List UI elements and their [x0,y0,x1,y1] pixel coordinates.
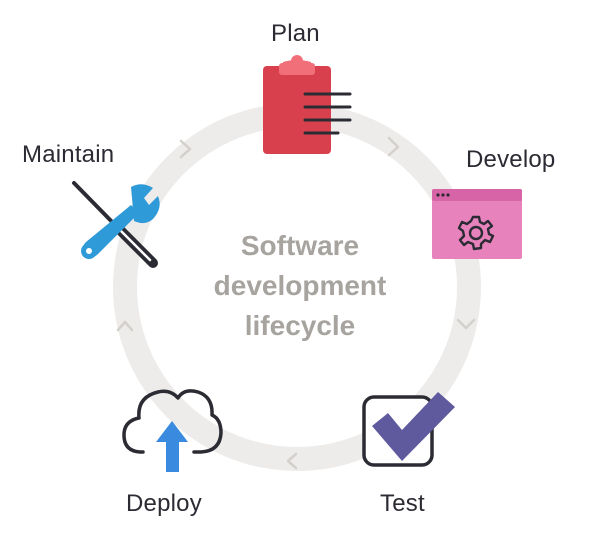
arrow-test-to-deploy [286,452,298,470]
cycle-arrows [116,136,476,470]
stage-label-test: Test [380,490,425,517]
checkbox-icon [362,392,455,467]
arrow-plan-to-develop [387,136,400,157]
diagram-title-line-1: Software [240,230,360,261]
clipboard-icon [263,55,352,154]
wrench-screwdriver-icon [72,181,160,268]
diagram-title-line-2: development [213,270,387,301]
stage-label-develop: Develop [466,146,556,173]
arrow-develop-to-test [456,318,476,330]
gear-window-icon [432,189,522,259]
stage-label-deploy: Deploy [126,490,202,517]
arrow-maintain-to-plan [179,139,192,159]
diagram-title-line-3: lifecycle [244,310,356,341]
stage-label-plan: Plan [271,20,320,47]
cloud-upload-icon [122,389,223,472]
arrow-deploy-to-maintain [116,320,134,332]
stage-label-maintain: Maintain [22,141,115,168]
diagram-title: Software development lifecycle [170,226,430,346]
